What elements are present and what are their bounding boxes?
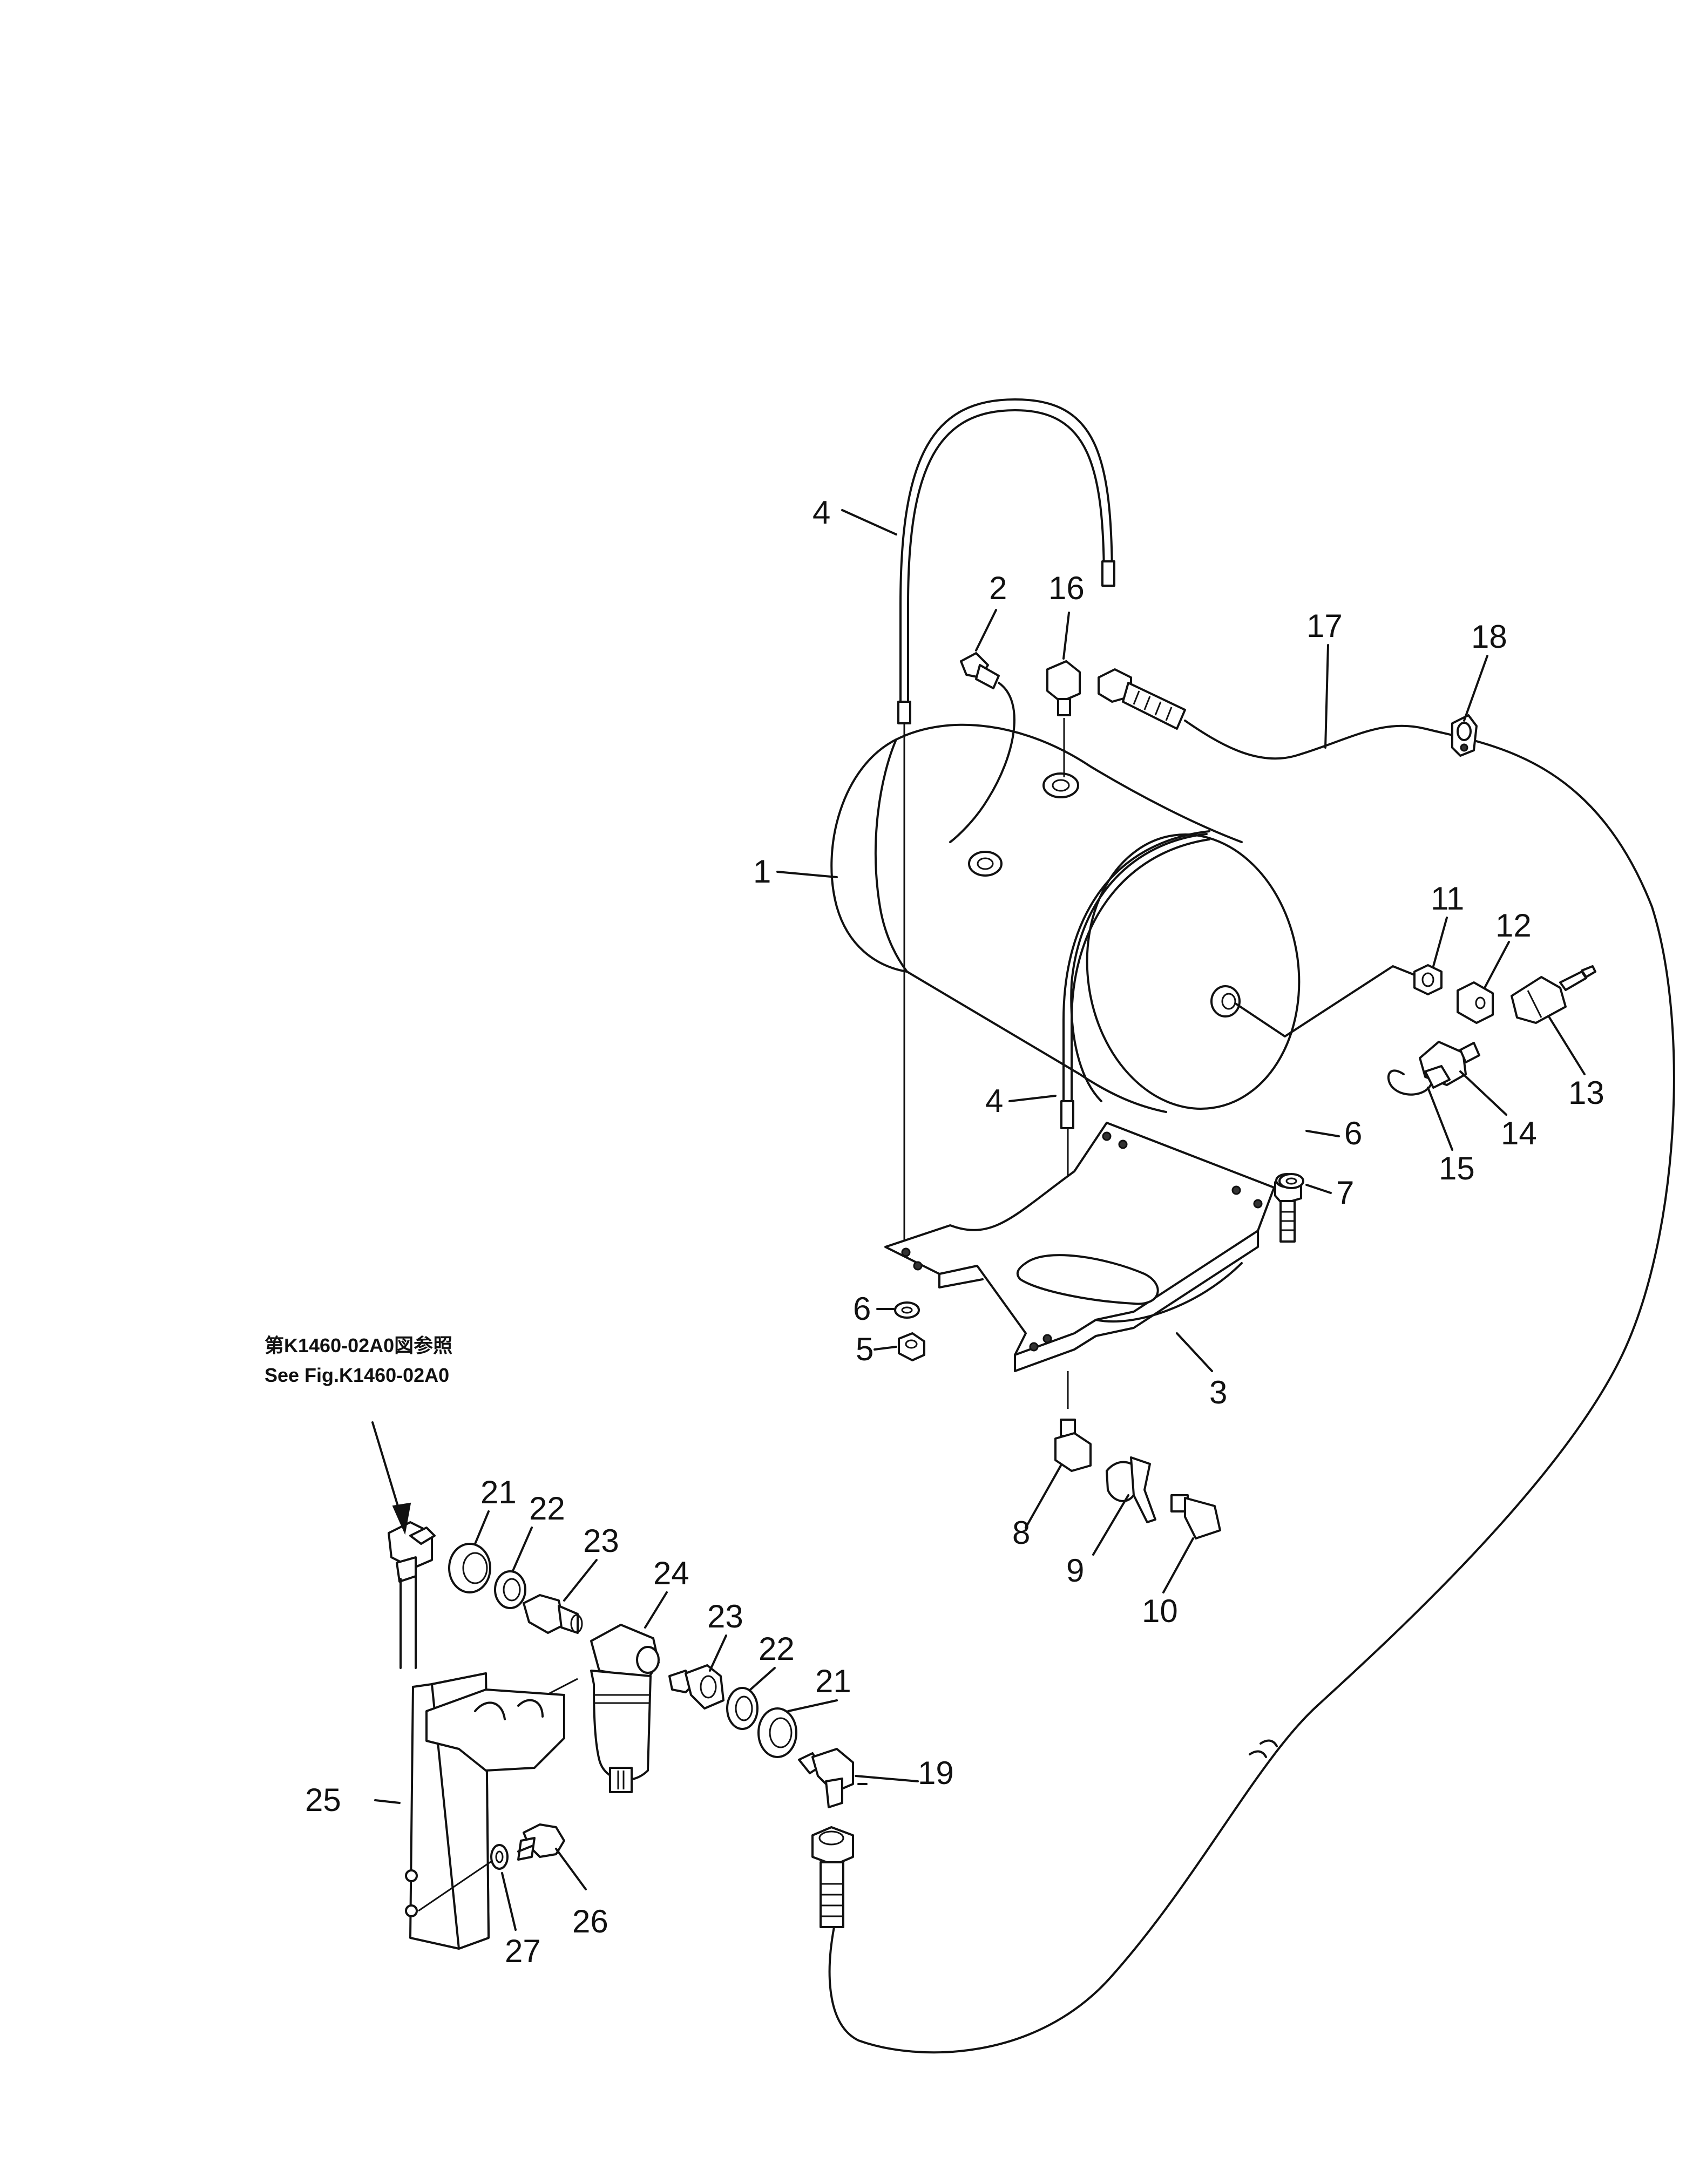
washer-8-shape [1278, 1173, 1304, 1189]
callout-4-lower: 4 [985, 1083, 1003, 1119]
elbow-20 [798, 1748, 854, 1808]
strap-thread-left [897, 701, 911, 724]
callout-16: 15 [1439, 1150, 1475, 1186]
strap-thread-lower [1060, 1100, 1074, 1129]
nut-21-lower [757, 1707, 797, 1758]
leader-lines [374, 509, 1586, 1931]
reference-note-jp: 第K1460-02A0図参照 [265, 1334, 452, 1356]
washer-27 [490, 1844, 509, 1870]
reference-arrow [371, 1421, 411, 1535]
elbow-17 [1046, 660, 1081, 777]
plug-11 [1170, 1494, 1221, 1539]
reference-note-en: See Fig.K1460-02A0 [265, 1364, 449, 1386]
callout-23-lower: 23 [707, 1598, 743, 1634]
callout-12: 11 [1431, 880, 1464, 917]
callout-26: 26 [572, 1903, 608, 1939]
callout-20: 19 [918, 1755, 954, 1791]
fitting-2 [949, 652, 1015, 843]
hose-18 [828, 720, 1675, 2054]
bracket-25 [405, 1672, 565, 1950]
callout-15: 14 [1501, 1115, 1537, 1151]
adapter-12 [1413, 964, 1443, 995]
elbow-ref-fitting [388, 1521, 436, 1669]
nut-21-upper [448, 1543, 491, 1593]
elbow-9 [1054, 1419, 1092, 1472]
air-filter-24 [590, 1624, 660, 1793]
tank-strap [897, 398, 1210, 1293]
washer-22-upper [494, 1570, 526, 1609]
elbow-13 [1457, 981, 1494, 1024]
callout-21-lower: 21 [815, 1663, 851, 1699]
callout-19: 18 [1471, 619, 1507, 655]
drain-cock-10 [1106, 1456, 1156, 1523]
callout-22-upper: 22 [529, 1490, 565, 1527]
strap-thread-right [1101, 560, 1115, 587]
callout-25: 25 [305, 1782, 341, 1818]
washer-22-lower [726, 1687, 759, 1730]
callout-4-top: 4 [812, 494, 830, 531]
callout-27: 27 [505, 1933, 541, 1969]
nut-5 [898, 1332, 925, 1361]
callout-24: 24 [653, 1555, 689, 1591]
valve-14 [1511, 965, 1596, 1024]
tank-bracket [884, 1122, 1275, 1409]
hose-end-18 [1098, 668, 1186, 730]
air-tank [830, 723, 1301, 1113]
callout-18: 17 [1306, 608, 1343, 644]
callout-2: 2 [989, 570, 1007, 606]
tank-port-end [1210, 985, 1241, 1018]
callout-6: 6 [853, 1291, 871, 1327]
callout-13: 12 [1495, 907, 1532, 944]
callout-23-upper: 23 [583, 1523, 619, 1559]
callout-1: 1 [753, 853, 771, 890]
callout-10: 9 [1066, 1552, 1084, 1589]
tank-port-top [1042, 772, 1079, 798]
callout-17: 16 [1048, 570, 1085, 606]
washer-8-hole [1285, 1177, 1297, 1185]
callout-5: 5 [856, 1331, 874, 1367]
callout-8: 7 [1336, 1175, 1354, 1211]
adapter-23-upper [523, 1594, 583, 1634]
cap-16 [1387, 1065, 1451, 1096]
callout-labels: 4 2 16 17 18 1 11 12 4 6 13 14 15 7 6 5 … [305, 494, 1604, 1969]
adapter-23-lower [668, 1664, 724, 1710]
washer-6 [894, 1301, 920, 1319]
callout-21-upper: 21 [480, 1474, 517, 1510]
callout-14: 13 [1568, 1075, 1604, 1111]
tank-port-top-left [968, 851, 1003, 877]
callout-22-lower: 22 [759, 1631, 795, 1667]
callout-11: 10 [1142, 1593, 1178, 1629]
callout-3: 3 [1209, 1374, 1227, 1410]
hose-end-lower [811, 1826, 854, 1928]
reference-note: 第K1460-02A0図参照 See Fig.K1460-02A0 [265, 1334, 452, 1386]
callout-9: 8 [1012, 1515, 1030, 1551]
callout-7: 6 [1344, 1115, 1362, 1151]
bolt-26 [517, 1823, 565, 1861]
clip-19 [1451, 714, 1478, 757]
